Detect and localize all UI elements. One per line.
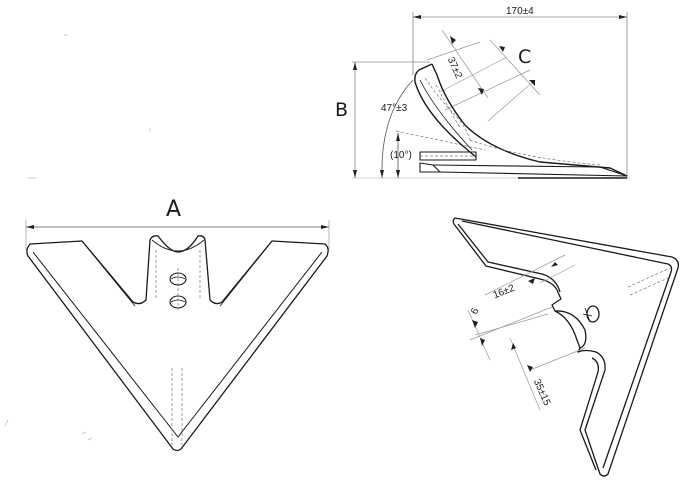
tilt-angle-value: (10°) (390, 150, 412, 161)
length-dimension-value: 170±4 (506, 6, 534, 17)
main-angle-value: 47°±3 (381, 103, 408, 114)
iso-blade (452, 217, 680, 477)
dimension-label-c: C (518, 46, 532, 68)
side-blade (414, 63, 628, 179)
length-dimension (412, 12, 628, 178)
dimension-label-b: B (335, 99, 349, 121)
dimension-label-a: A (166, 197, 182, 222)
